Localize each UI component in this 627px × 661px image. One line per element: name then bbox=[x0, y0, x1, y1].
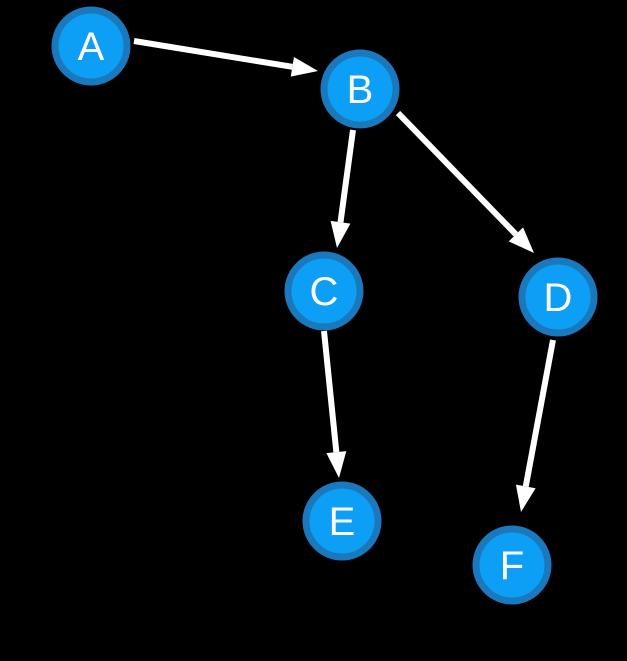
node-layer: A B C D E F bbox=[51, 6, 598, 605]
graph-edge-c-e bbox=[321, 330, 347, 478]
node-circle[interactable] bbox=[51, 6, 131, 86]
graph-edge-d-f bbox=[515, 339, 556, 512]
edge-shaft bbox=[321, 330, 340, 453]
edge-shaft bbox=[337, 129, 356, 223]
node-label: C bbox=[310, 270, 339, 314]
graph-node-a[interactable]: A bbox=[51, 6, 131, 86]
node-label: A bbox=[78, 25, 105, 69]
edge-layer bbox=[133, 38, 556, 512]
graph-node-b[interactable]: B bbox=[320, 49, 400, 129]
graph-node-c[interactable]: C bbox=[284, 251, 364, 331]
node-circle[interactable] bbox=[472, 525, 552, 605]
graph-edge-a-b bbox=[133, 38, 318, 77]
arrowhead-icon bbox=[508, 227, 534, 253]
node-circle[interactable] bbox=[320, 49, 400, 129]
node-circle[interactable] bbox=[302, 481, 382, 561]
graph-edge-b-c bbox=[330, 129, 356, 248]
edge-shaft bbox=[522, 339, 556, 487]
node-circle[interactable] bbox=[284, 251, 364, 331]
graph-node-d[interactable]: D bbox=[518, 257, 598, 337]
edge-shaft bbox=[133, 38, 293, 70]
node-label: F bbox=[500, 544, 524, 588]
node-circle[interactable] bbox=[518, 257, 598, 337]
graph-node-e[interactable]: E bbox=[302, 481, 382, 561]
graph-edge-b-d bbox=[395, 110, 534, 253]
node-label: B bbox=[347, 68, 374, 112]
arrowhead-icon bbox=[326, 451, 347, 478]
node-label: E bbox=[329, 500, 356, 544]
graph-node-f[interactable]: F bbox=[472, 525, 552, 605]
edge-shaft bbox=[395, 110, 519, 237]
arrowhead-icon bbox=[290, 56, 318, 77]
arrowhead-icon bbox=[330, 220, 351, 248]
node-label: D bbox=[544, 276, 573, 320]
arrowhead-icon bbox=[515, 484, 536, 512]
